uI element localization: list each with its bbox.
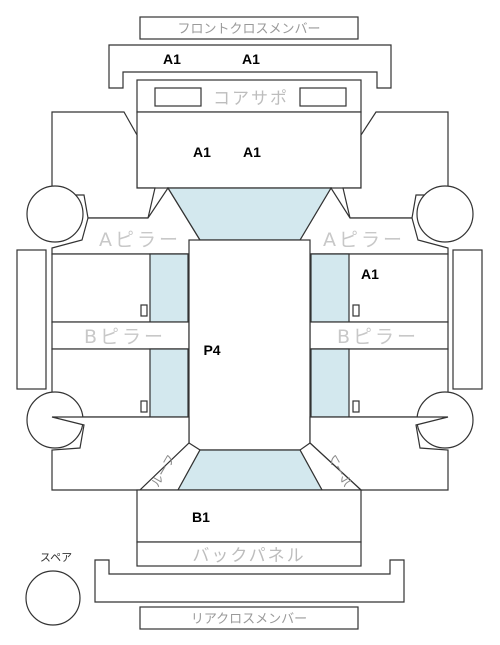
spare-tire[interactable]: [25, 570, 81, 626]
trunk-code: B1: [192, 509, 210, 525]
rear-cross-member-box[interactable]: [139, 606, 359, 630]
b-pillar-left[interactable]: [51, 321, 190, 350]
b-pillar-left-label: Bピラー: [84, 326, 166, 348]
a-pillar-left-label: Aピラー: [99, 229, 181, 251]
front-bumper-code-right: A1: [242, 51, 260, 67]
a-pillar-right-label: Aピラー: [323, 229, 405, 251]
front-door-right-code: A1: [361, 266, 379, 282]
back-panel-box[interactable]: [136, 541, 362, 567]
roof[interactable]: [188, 239, 311, 451]
hood-code-right: A1: [243, 144, 261, 160]
rear-quarter-right[interactable]: [309, 416, 449, 491]
wheel-front-right[interactable]: [416, 185, 474, 243]
rear-window-right: [310, 348, 350, 418]
hood-code-left: A1: [193, 144, 211, 160]
wheel-front-left[interactable]: [26, 185, 84, 243]
front-bumper[interactable]: [108, 44, 392, 89]
headlight-left: [154, 87, 202, 107]
door-handle-front-left: [140, 304, 148, 317]
trunk[interactable]: [136, 489, 362, 543]
door-handle-front-right: [352, 304, 360, 317]
side-panel-left[interactable]: [16, 249, 47, 390]
rear-quarter-left[interactable]: [51, 416, 190, 491]
door-handle-rear-left: [140, 400, 148, 413]
front-window-left: [149, 253, 189, 323]
back-panel-label: バックパネル: [192, 546, 305, 566]
headlight-right: [299, 87, 347, 107]
front-cross-member-label: フロントクロスメンバー: [177, 22, 320, 37]
front-bumper-code-left: A1: [163, 51, 181, 67]
rear-bumper[interactable]: [94, 559, 405, 603]
door-handle-rear-right: [352, 400, 360, 413]
side-panel-right[interactable]: [452, 249, 483, 390]
rear-cross-member-label: リアクロスメンバー: [191, 612, 307, 627]
b-pillar-right[interactable]: [309, 321, 449, 350]
front-window-right: [310, 253, 350, 323]
b-pillar-right-label: Bピラー: [337, 326, 419, 348]
rear-window[interactable]: [176, 449, 324, 491]
roof-code: P4: [203, 342, 220, 358]
core-support-label: コアサポ: [213, 89, 289, 109]
front-cross-member-box[interactable]: [139, 16, 359, 40]
rear-window-left: [149, 348, 189, 418]
spare-label: スペア: [40, 551, 72, 564]
